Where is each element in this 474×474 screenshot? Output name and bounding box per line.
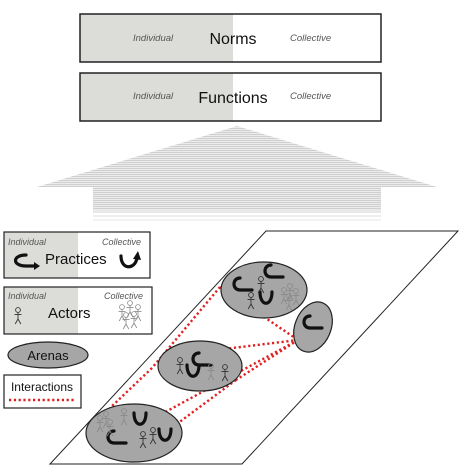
legend-practices: Individual Collective Practices (3, 231, 151, 279)
norms-title: Norms (209, 31, 256, 48)
norms-box-border (79, 13, 382, 63)
functions-individual-label: Individual (133, 91, 174, 102)
interaction-line (109, 367, 153, 409)
stick-figure-group-icon (118, 300, 142, 330)
practices-individual-label: Individual (8, 237, 47, 247)
functions-collective-label: Collective (290, 91, 331, 102)
actors-collective-label: Collective (104, 291, 143, 301)
interaction-line (157, 379, 237, 439)
functions-title: Functions (198, 90, 267, 107)
functions-box: Individual Functions Collective (79, 72, 382, 122)
arena-middle (157, 340, 243, 392)
arena-right (293, 301, 333, 353)
practices-title: Practices (45, 251, 107, 268)
practices-collective-label: Collective (102, 237, 141, 247)
functions-individual-shade (80, 73, 233, 121)
arena-bottom (85, 403, 183, 463)
norms-individual-shade (80, 14, 233, 62)
norms-box: Individual Norms Collective (79, 13, 382, 63)
actors-title: Actors (48, 305, 91, 322)
legend-arenas: Arenas (7, 341, 89, 369)
legend-interactions: Interactions (3, 374, 82, 409)
norms-individual-label: Individual (133, 33, 174, 44)
functions-box-border (79, 72, 382, 122)
curved-arrow-icon (119, 251, 141, 269)
norms-collective-label: Collective (290, 33, 331, 44)
legend-actors: Individual Collective Actors (3, 286, 153, 335)
actors-individual-label: Individual (8, 291, 47, 301)
upward-arrow (37, 126, 437, 221)
arena-top (220, 261, 308, 319)
curved-arrow-icon (13, 253, 40, 270)
arenas-title: Arenas (27, 348, 69, 363)
interactions-title: Interactions (11, 380, 73, 394)
